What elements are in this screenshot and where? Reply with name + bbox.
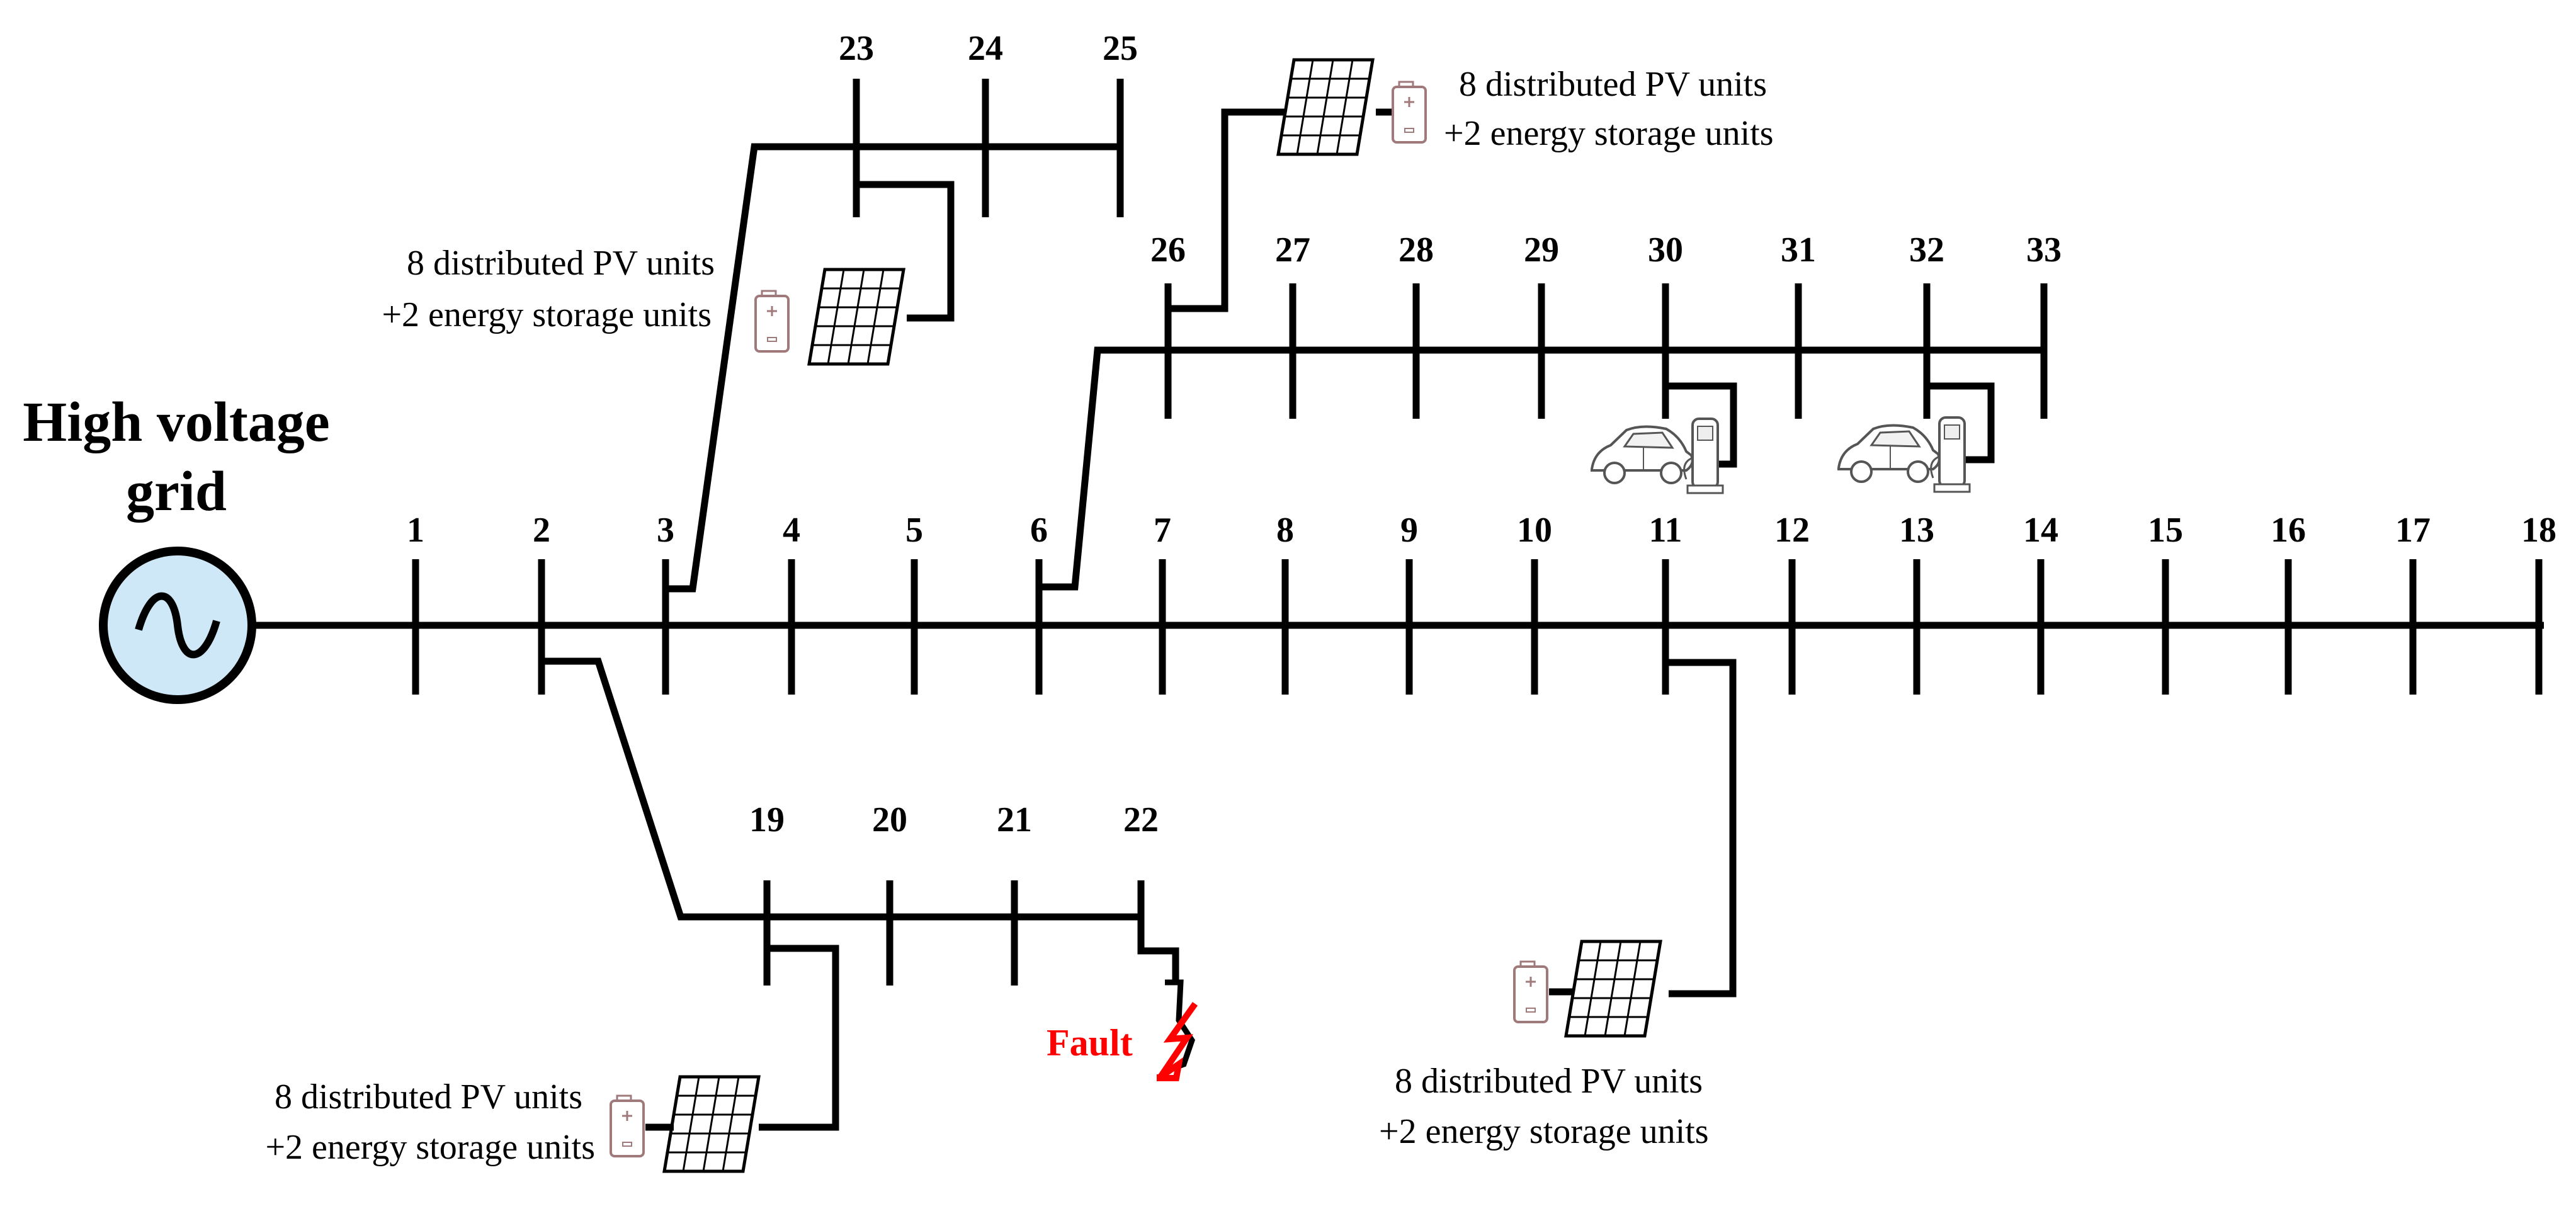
bus-1-label: 1: [407, 511, 424, 550]
grid-label-line2: grid: [126, 460, 227, 523]
battery-icon: [754, 290, 790, 353]
sine-wave-icon: [135, 592, 220, 659]
der-link-11: [1669, 659, 1737, 997]
bus-27-label: 27: [1275, 230, 1310, 270]
bus-9-label: 9: [1400, 511, 1418, 550]
bus-31-label: 31: [1781, 230, 1816, 270]
branch-6-26: [1039, 346, 2044, 591]
bus-13-label: 13: [1899, 511, 1934, 550]
bus-10-label: 10: [1517, 511, 1552, 550]
pv-panel-icon: [1278, 60, 1373, 154]
bus-25-label: 25: [1103, 29, 1138, 68]
der-label-11-line2: +2 energy storage units: [1379, 1112, 1709, 1151]
bus-33-label: 33: [2026, 230, 2062, 270]
bus-5-label: 5: [905, 511, 923, 550]
ev-charger-icon: [1837, 416, 1971, 493]
ev-charger-icon: [1591, 418, 1724, 494]
bus-30-label: 30: [1648, 230, 1683, 270]
der-label-19-line1: 8 distributed PV units: [275, 1077, 582, 1117]
bus-16-label: 16: [2271, 511, 2306, 550]
fault-label: Fault: [1047, 1022, 1133, 1064]
battery-icon: [1392, 81, 1427, 144]
battery-icon: [1513, 960, 1548, 1023]
bus-24-label: 24: [968, 29, 1003, 68]
bus-21-label: 21: [997, 800, 1032, 839]
bus-28-label: 28: [1399, 230, 1434, 270]
der-link-23: [856, 181, 955, 322]
der-label-23-line1: 8 distributed PV units: [407, 244, 715, 283]
grid-label-line1: High voltage: [23, 391, 330, 453]
bus-11-label: 11: [1649, 511, 1682, 550]
bus-32-label: 32: [1909, 230, 1944, 270]
ev-link-32: [1927, 382, 1995, 463]
bus-23-label: 23: [839, 29, 874, 68]
der-label-23-line2: +2 energy storage units: [382, 295, 712, 334]
der-label-11-line1: 8 distributed PV units: [1395, 1062, 1703, 1101]
der-label-19-line2: +2 energy storage units: [265, 1128, 595, 1167]
bus-12-label: 12: [1774, 511, 1810, 550]
der-link-19: [759, 945, 839, 1131]
pv-panel-icon: [809, 270, 904, 364]
pv-panel-icon: [664, 1077, 759, 1171]
bus-20-label: 20: [872, 800, 907, 839]
bus-17-label: 17: [2395, 511, 2431, 550]
bus-3-label: 3: [657, 511, 674, 550]
bus-18-label: 18: [2521, 511, 2556, 550]
der-link-26: [1168, 108, 1297, 312]
bus-2-label: 2: [533, 511, 550, 550]
branch-2-19: [542, 657, 1141, 921]
high-voltage-grid: High voltage grid: [23, 391, 330, 704]
bus-4-label: 4: [783, 511, 800, 550]
bus-19-label: 19: [749, 800, 785, 839]
der-label-26-line2: +2 energy storage units: [1444, 114, 1774, 153]
pv-panel-icon: [1566, 941, 1660, 1036]
bus-15-label: 15: [2148, 511, 2183, 550]
bus-26-label: 26: [1150, 230, 1186, 270]
bus-6-label: 6: [1030, 511, 1048, 550]
fault-branch: [1137, 917, 1179, 982]
bus-14-label: 14: [2023, 511, 2058, 550]
bus-7-label: 7: [1154, 511, 1171, 550]
lightning-bolt-icon: [1157, 1002, 1198, 1081]
bus-29-label: 29: [1524, 230, 1559, 270]
battery-icon: [610, 1094, 645, 1157]
bus-22-label: 22: [1123, 800, 1159, 839]
der-label-26-line1: 8 distributed PV units: [1459, 65, 1767, 104]
bus-8-label: 8: [1276, 511, 1294, 550]
branch-3-23: [666, 143, 1120, 593]
